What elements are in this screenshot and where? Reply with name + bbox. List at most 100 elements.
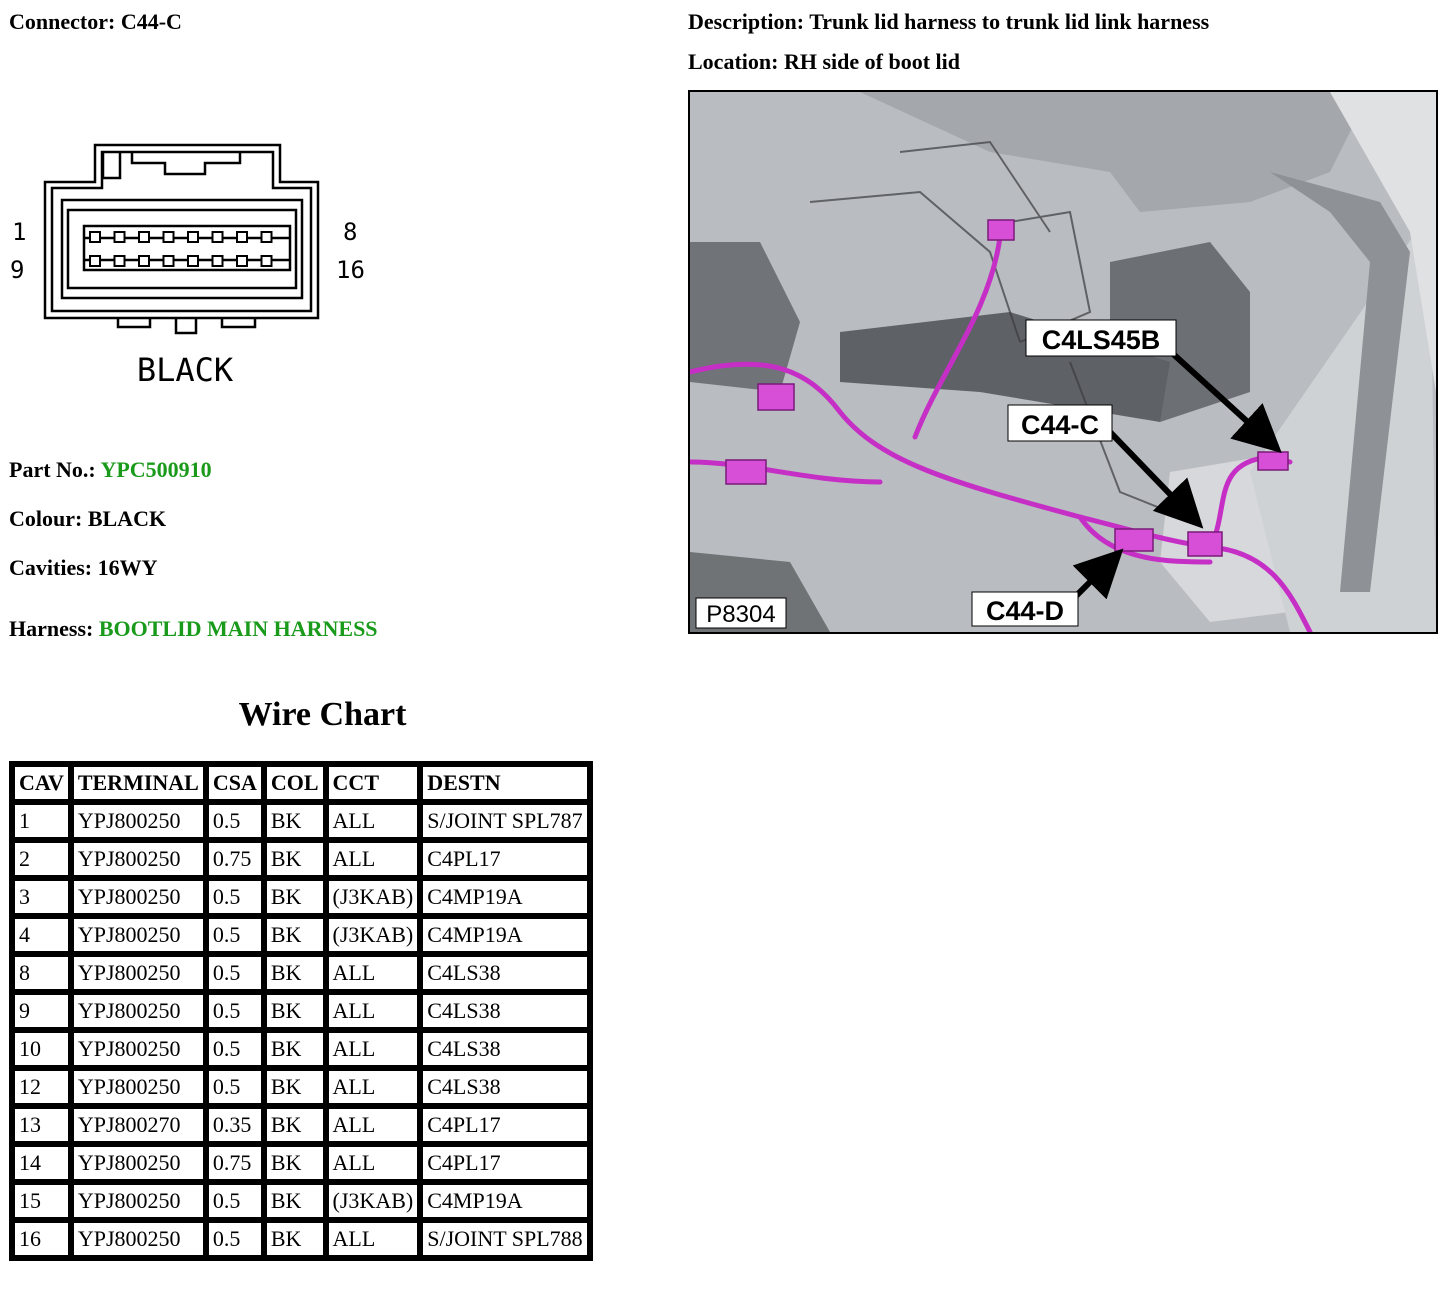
cell-destn: C4LS38 — [420, 1030, 590, 1068]
pin-slot — [187, 255, 199, 267]
cell-cav: 10 — [12, 1030, 71, 1068]
cell-cav: 8 — [12, 954, 71, 992]
cell-col: BK — [263, 954, 326, 992]
cell-csa: 0.5 — [205, 1220, 264, 1258]
cell-destn: C4PL17 — [420, 1106, 590, 1144]
cell-destn: C4LS38 — [420, 992, 590, 1030]
cell-terminal: YPJ800250 — [70, 1144, 206, 1182]
cell-col: BK — [263, 1220, 326, 1258]
cell-col: BK — [263, 878, 326, 916]
cell-terminal: YPJ800250 — [70, 992, 206, 1030]
colour-label: Colour: — [9, 506, 83, 531]
callout-arrow-c4ls45b — [1157, 339, 1282, 454]
cell-csa: 0.5 — [205, 1068, 264, 1106]
cell-col: BK — [263, 840, 326, 878]
cell-terminal: YPJ800250 — [70, 802, 206, 840]
part-no-field: Part No.: YPC500910 — [9, 457, 212, 483]
location-label: Location: — [688, 49, 779, 74]
cell-cav: 1 — [12, 802, 71, 840]
callout-arrow-c44-c — [1107, 429, 1204, 529]
description-field: Description: Trunk lid harness to trunk … — [688, 9, 1209, 35]
cell-destn: C4LS38 — [420, 1068, 590, 1106]
callout-c44-d: C44-D — [986, 596, 1064, 626]
harness-label: Harness: — [9, 616, 94, 641]
pin-slot — [89, 231, 101, 243]
cell-cav: 14 — [12, 1144, 71, 1182]
cell-col: BK — [263, 1182, 326, 1220]
cell-cav: 4 — [12, 916, 71, 954]
cell-csa: 0.5 — [205, 916, 264, 954]
pin-label-1: 1 — [12, 218, 26, 246]
callout-arrow-c44-d — [1072, 548, 1124, 600]
wire-chart-title: Wire Chart — [238, 696, 407, 733]
cell-csa: 0.5 — [205, 802, 264, 840]
callout-c44-c: C44-C — [1021, 410, 1099, 440]
colour-value: BLACK — [87, 506, 167, 531]
cell-terminal: YPJ800250 — [70, 916, 206, 954]
pin-slot — [138, 255, 150, 267]
cell-destn: C4MP19A — [420, 878, 590, 916]
connector-field: Connector: C44-C — [9, 9, 182, 35]
pin-slot — [211, 231, 224, 243]
cell-cct: (J3KAB) — [325, 878, 421, 916]
cell-cav: 12 — [12, 1068, 71, 1106]
pin-slot — [113, 255, 126, 267]
pin-slot — [236, 231, 248, 243]
cell-col: BK — [263, 802, 326, 840]
part-no-link[interactable]: YPC500910 — [100, 457, 212, 482]
cell-cct: ALL — [325, 1106, 421, 1144]
cell-csa: 0.5 — [205, 1182, 264, 1220]
cell-terminal: YPJ800250 — [70, 840, 206, 878]
connector-colour-caption: BLACK — [137, 351, 234, 389]
connector-face-diagram: 1 9 8 16 BLACK — [10, 143, 365, 389]
location-photo: C4LS45B C44-C C44-D P8304 — [688, 90, 1438, 634]
pin-slot — [260, 255, 273, 267]
column-header-destn: DESTN — [420, 764, 590, 802]
cell-terminal: YPJ800270 — [70, 1106, 206, 1144]
cell-terminal: YPJ800250 — [70, 954, 206, 992]
cavities-field: Cavities: 16WY — [9, 555, 157, 581]
connector-label: Connector: — [9, 9, 116, 34]
cell-cct: ALL — [325, 1030, 421, 1068]
harness-link[interactable]: BOOTLID MAIN HARNESS — [98, 616, 378, 641]
cavities-label: Cavities: — [9, 555, 93, 580]
cell-destn: S/JOINT SPL788 — [420, 1220, 590, 1258]
column-header-cav: CAV — [12, 764, 71, 802]
cell-cav: 3 — [12, 878, 71, 916]
cell-col: BK — [263, 916, 326, 954]
part-no-label: Part No.: — [9, 457, 96, 482]
cell-terminal: YPJ800250 — [70, 878, 206, 916]
pin-slot — [162, 255, 175, 267]
cell-col: BK — [263, 1068, 326, 1106]
pin-label-8: 8 — [343, 218, 357, 246]
pin-slot — [138, 231, 150, 243]
column-header-col: COL — [263, 764, 326, 802]
pin-slot — [260, 231, 273, 243]
cell-cav: 15 — [12, 1182, 71, 1220]
cell-csa: 0.75 — [205, 1144, 264, 1182]
colour-field: Colour: BLACK — [9, 506, 166, 532]
cell-terminal: YPJ800250 — [70, 1068, 206, 1106]
cell-destn: C4LS38 — [420, 954, 590, 992]
harness-field: Harness: BOOTLID MAIN HARNESS — [9, 616, 378, 642]
description-value: Trunk lid harness to trunk lid link harn… — [809, 9, 1210, 34]
cell-destn: C4PL17 — [420, 1144, 590, 1182]
cell-col: BK — [263, 1030, 326, 1068]
column-header-terminal: TERMINAL — [70, 764, 206, 802]
cell-destn: C4PL17 — [420, 840, 590, 878]
cavities-value: 16WY — [97, 555, 158, 580]
cell-csa: 0.5 — [205, 878, 264, 916]
cell-csa: 0.5 — [205, 954, 264, 992]
cell-cct: ALL — [325, 954, 421, 992]
cell-destn: S/JOINT SPL787 — [420, 802, 590, 840]
